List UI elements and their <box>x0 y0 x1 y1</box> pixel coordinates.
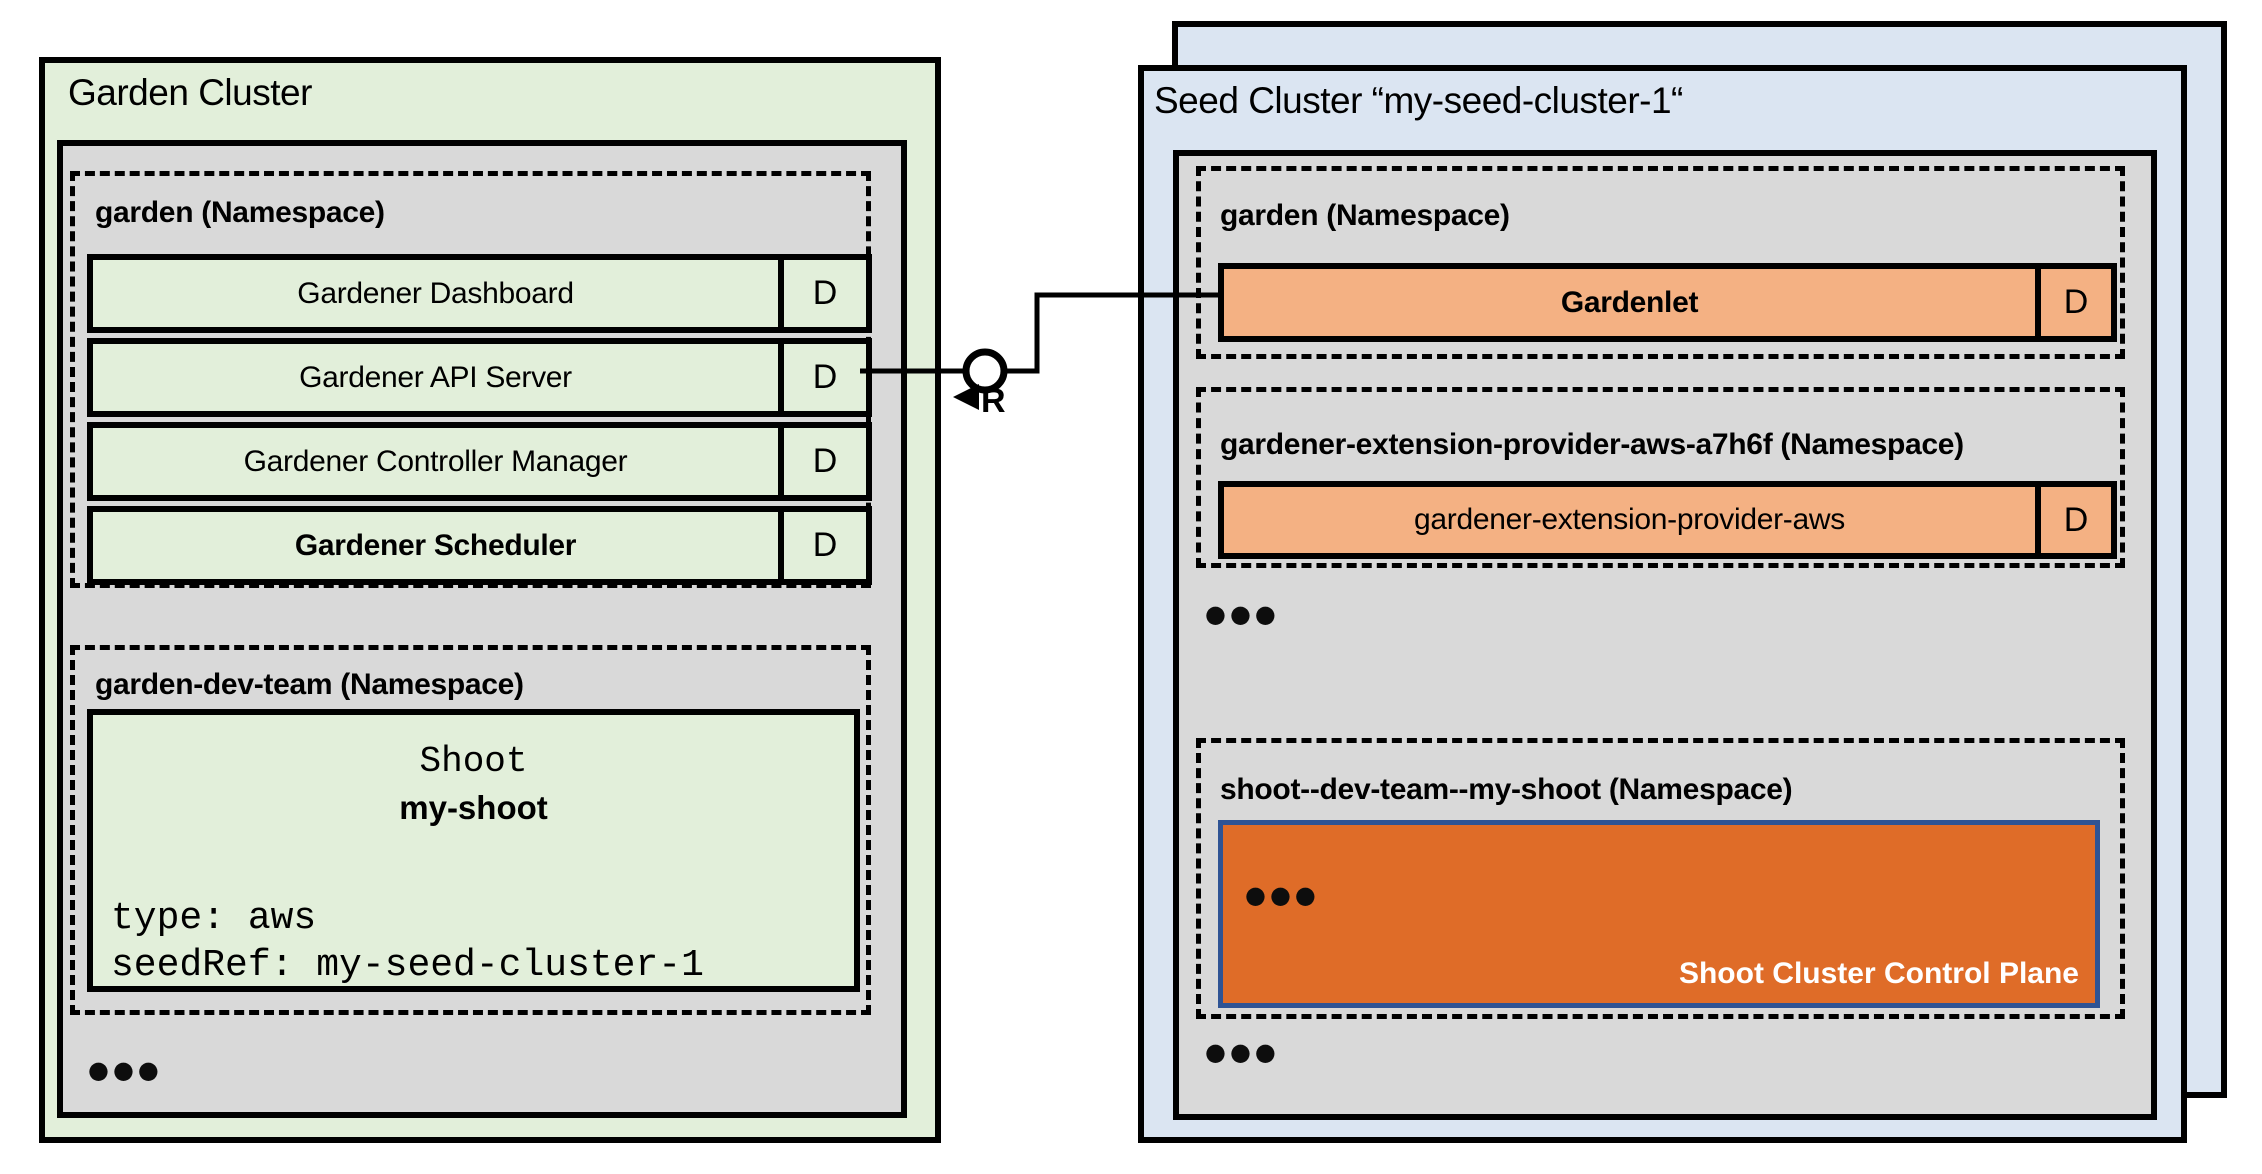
component-gardener-api-server: Gardener API Server D <box>87 338 872 417</box>
deployment-badge: D <box>778 260 866 327</box>
more-extensions-ellipsis: ●●● <box>1205 600 1280 628</box>
garden-cluster-inner-panel: garden (Namespace) Gardener Dashboard D … <box>57 140 907 1118</box>
namespace-seed-garden: garden (Namespace) Gardenlet D <box>1196 166 2125 359</box>
namespace-garden-label: garden (Namespace) <box>95 196 385 229</box>
namespace-garden-dev-team-label: garden-dev-team (Namespace) <box>95 668 524 701</box>
component-name: Gardener API Server <box>299 360 572 394</box>
component-gardener-dashboard: Gardener Dashboard D <box>87 254 872 333</box>
garden-cluster-title: Garden Cluster <box>68 72 312 113</box>
more-namespaces-ellipsis: ●●● <box>88 1056 163 1084</box>
deployment-badge: D <box>778 344 866 411</box>
component-name: Gardener Scheduler <box>294 528 577 562</box>
namespace-extension-provider-aws: gardener-extension-provider-aws-a7h6f (N… <box>1196 387 2125 568</box>
component-name: gardener-extension-provider-aws <box>1414 503 1845 536</box>
provided-interface-circle <box>962 348 1008 394</box>
control-plane-ellipsis: ●●● <box>1245 881 1320 909</box>
namespace-shoot-dev-team-my-shoot-label: shoot--dev-team--my-shoot (Namespace) <box>1220 773 1793 806</box>
component-gardener-scheduler: Gardener Scheduler D <box>87 506 872 585</box>
component-name: Gardener Dashboard <box>297 276 574 310</box>
component-gardener-controller-manager: Gardener Controller Manager D <box>87 422 872 501</box>
shoot-spec-seedref: seedRef: my-seed-cluster-1 <box>111 944 704 987</box>
deployment-badge: D <box>2035 269 2111 336</box>
component-name: Gardener Controller Manager <box>243 444 628 478</box>
control-plane-label: Shoot Cluster Control Plane <box>1678 957 2079 990</box>
component-extension-provider-aws: gardener-extension-provider-aws D <box>1218 481 2117 559</box>
namespace-shoot-dev-team-my-shoot: shoot--dev-team--my-shoot (Namespace) ●●… <box>1196 738 2125 1019</box>
seed-cluster-box: Seed Cluster “my-seed-cluster-1“ garden … <box>1138 65 2187 1143</box>
shoot-spec-type: type: aws <box>111 897 317 940</box>
component-gardenlet: Gardenlet D <box>1218 263 2117 342</box>
component-name: Gardenlet <box>1560 285 1699 319</box>
shoot-control-plane-box: ●●● Shoot Cluster Control Plane <box>1218 820 2100 1008</box>
more-shoot-namespaces-ellipsis: ●●● <box>1205 1038 1280 1066</box>
garden-cluster-box: Garden Cluster garden (Namespace) Garden… <box>39 57 941 1143</box>
deployment-badge: D <box>2035 487 2111 553</box>
deployment-badge: D <box>778 428 866 495</box>
required-interface-arrow <box>953 384 979 410</box>
seed-cluster-inner-panel: garden (Namespace) Gardenlet D gardener-… <box>1173 150 2157 1120</box>
namespace-extension-provider-aws-label: gardener-extension-provider-aws-a7h6f (N… <box>1220 428 1964 461</box>
namespace-seed-garden-label: garden (Namespace) <box>1220 199 1510 232</box>
namespace-garden-dev-team: garden-dev-team (Namespace) Shoot my-sho… <box>70 645 871 1015</box>
seed-cluster-title: Seed Cluster “my-seed-cluster-1“ <box>1154 80 1683 121</box>
shoot-name: my-shoot <box>399 789 548 826</box>
deployment-badge: D <box>778 512 866 579</box>
shoot-resource-box: Shoot my-shoot type: aws seedRef: my-see… <box>87 709 860 992</box>
connector-label: R <box>981 382 1006 420</box>
shoot-kind: Shoot <box>419 741 528 782</box>
namespace-garden: garden (Namespace) Gardener Dashboard D … <box>70 171 872 588</box>
